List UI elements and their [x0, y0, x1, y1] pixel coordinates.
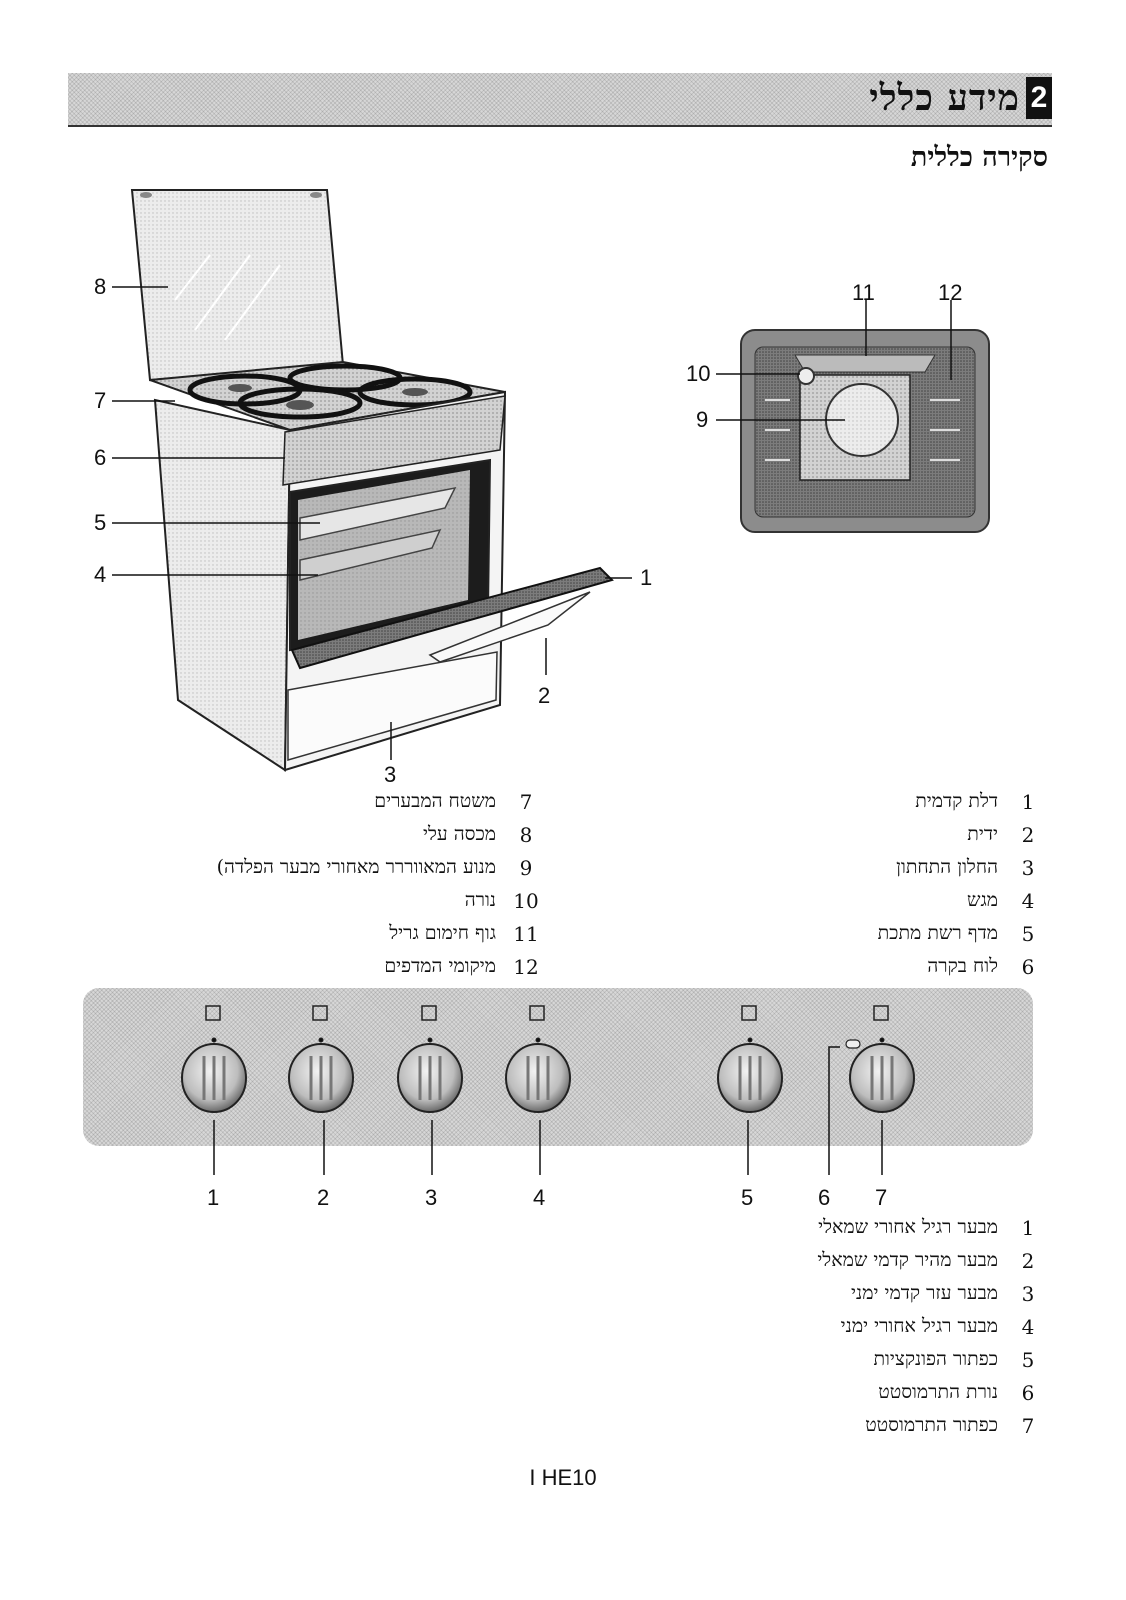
knob-callout-7: 7 — [875, 1185, 888, 1210]
thermostat-knob — [849, 1005, 915, 1113]
burner-knob-3 — [397, 1005, 463, 1113]
burner-knob-4 — [505, 1005, 571, 1113]
knob-callout-4: 4 — [533, 1185, 546, 1210]
oven-callout-1: 1 — [640, 565, 653, 590]
oven-callout-3: 3 — [384, 762, 397, 787]
interior-callout-11: 11 — [852, 280, 875, 305]
page-subtitle: סקירה כללית — [910, 142, 1048, 173]
oven-callout-5: 5 — [94, 510, 107, 535]
burner-knob-2 — [288, 1005, 354, 1113]
knob-callout-2: 2 — [317, 1185, 330, 1210]
oven-callout-7: 7 — [94, 388, 107, 413]
section-header: 2 מידע כללי — [68, 73, 1052, 127]
page-footer: I HE10 — [0, 1465, 1126, 1491]
oven-callout-2: 2 — [538, 683, 551, 708]
knob-callout-3: 3 — [425, 1185, 438, 1210]
interior-callout-10: 10 — [686, 361, 711, 386]
oven-callout-6: 6 — [94, 445, 107, 470]
knob-callout-5: 5 — [741, 1185, 754, 1210]
interior-callout-9: 9 — [696, 407, 709, 432]
burner-knob-1 — [181, 1005, 247, 1113]
function-knob — [717, 1005, 783, 1113]
oven-callout-8: 8 — [94, 274, 107, 299]
section-number-badge: 2 — [1026, 77, 1052, 119]
page-number: HE10 — [541, 1465, 597, 1490]
thermostat-lamp — [845, 1039, 861, 1049]
interior-callout-12: 12 — [938, 280, 963, 305]
knob-callout-6: 6 — [818, 1185, 831, 1210]
footer-bar: I — [529, 1465, 542, 1490]
section-title: מידע כללי — [869, 77, 1020, 119]
knob-callout-1: 1 — [207, 1185, 220, 1210]
oven-callout-4: 4 — [94, 562, 107, 587]
